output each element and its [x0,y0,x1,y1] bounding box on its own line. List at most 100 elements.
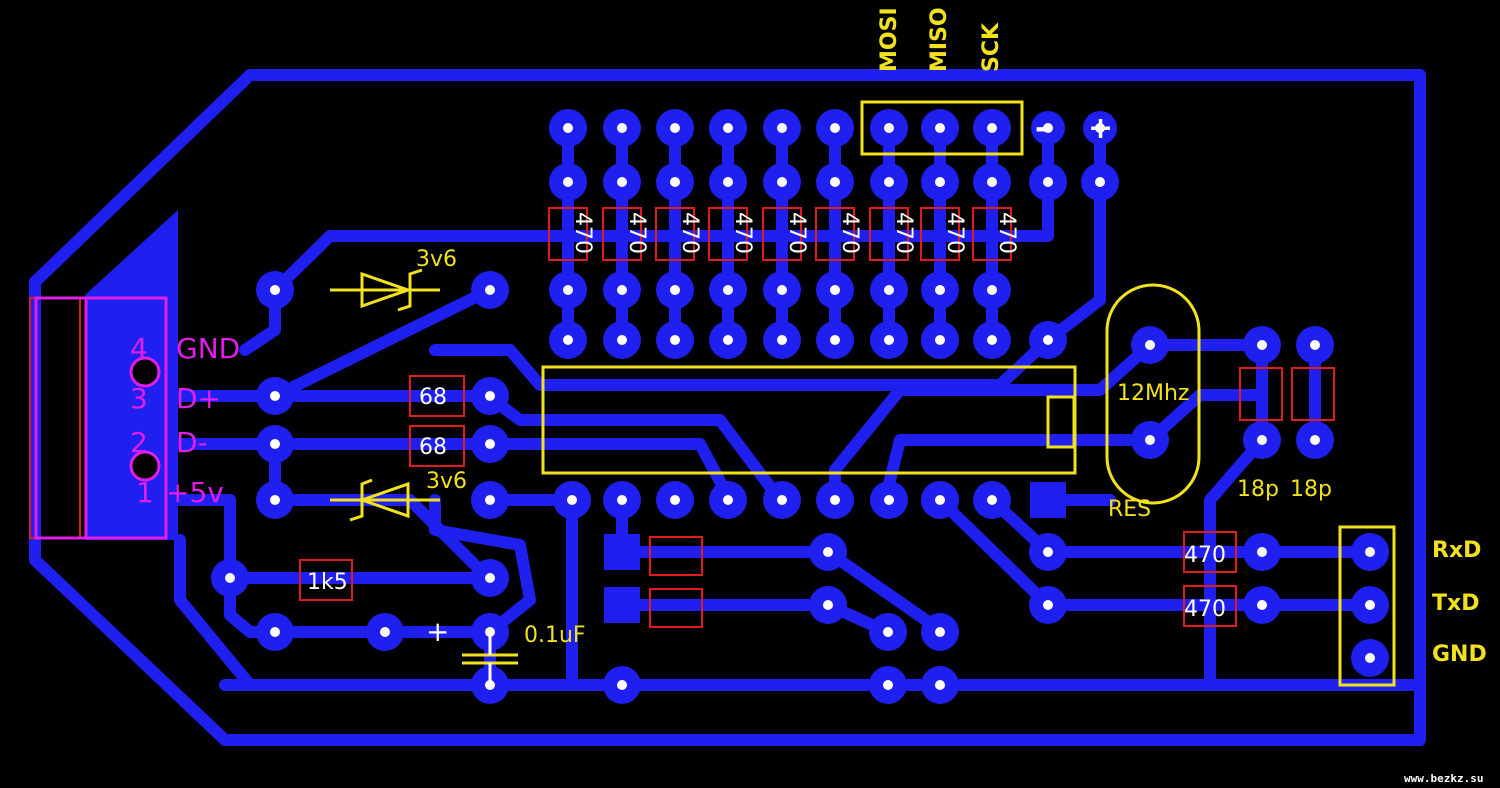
uart-gnd-label: GND [1432,642,1487,667]
programming-header-outline [860,100,1024,156]
pad-hole [884,177,894,187]
pad-hole [617,285,627,295]
pad-hole [670,123,680,133]
pad-hole [1095,123,1105,133]
pad-hole [1310,340,1320,350]
pad-hole [723,335,733,345]
copper-pads [211,109,1389,704]
pad-hole [987,495,997,505]
power-minus-label: - [1035,111,1047,146]
pad-hole [485,573,495,583]
pad-hole [883,680,893,690]
pad-hole [723,123,733,133]
resistor-rx-label: 470 [1184,543,1226,568]
watermark: www.bezkz.su [1404,772,1483,785]
pad-hole [1257,600,1267,610]
pad-hole [987,285,997,295]
pad-hole [883,627,893,637]
pad-hole [1043,123,1053,133]
resistor-footprint [708,207,748,261]
usb-pin-labels: 4 3 2 1 GND D+ D- +5v [130,332,240,509]
pad-hole [723,177,733,187]
cap-square-pad [604,534,640,570]
usb-pin1-number: 1 [136,476,154,509]
pad-hole [830,335,840,345]
cap2-label: 18p [1290,477,1332,502]
uart-txd-label: TxD [1432,591,1479,616]
pad-hole [1257,547,1267,557]
usb-pin2-number: 2 [130,426,148,459]
resistor-footprint [920,207,960,261]
miso-label: MISO [927,7,952,72]
zener-top-label: 3v6 [416,247,457,272]
pad-hole [830,285,840,295]
sck-label: SCK [979,22,1004,72]
pad-hole [830,495,840,505]
pad-hole [617,335,627,345]
resistor-array-label: 470 [677,212,702,254]
pad-hole [563,123,573,133]
zener-diode-bottom [330,478,440,522]
pad-hole [563,285,573,295]
pad-hole [1365,547,1375,557]
pad-hole [617,495,627,505]
pad-hole [823,600,833,610]
pad-hole [485,439,495,449]
pad-hole [617,123,627,133]
pad-hole [563,335,573,345]
resistor-dplus-label: 68 [419,385,447,410]
pad-hole [670,495,680,505]
pad-hole [830,177,840,187]
pad-hole [935,285,945,295]
resistor-array-label: 470 [784,212,809,254]
pad-hole [935,335,945,345]
resistor-footprint [815,207,855,261]
pad-hole [935,495,945,505]
cap-square-pad [604,587,640,623]
pad-hole [670,335,680,345]
resistor-footprint [972,207,1012,261]
pad-hole [1145,340,1155,350]
silkscreen [330,100,1396,687]
resistor-footprint [655,207,695,261]
usb-connector [34,210,178,540]
header-labels: MOSI MISO SCK [877,7,1004,72]
pad-hole [380,627,390,637]
capacitor-label: 0.1uF [524,623,586,648]
crystal-outline [1105,283,1201,505]
component-labels: 3v6 3v6 68 68 1k5 0.1uF + 12Mhz 18p 18p … [307,111,1332,648]
resistor-array-label: 470 [942,212,967,254]
uart-header-outline [1338,525,1396,687]
usb-dminus-label: D- [176,426,208,459]
pad-hole [1043,600,1053,610]
pad-hole [935,680,945,690]
resistor-footprint [869,207,909,261]
capacitor-plus-label: + [426,615,449,648]
resistor-footprint [762,207,802,261]
pad-hole [270,627,280,637]
reset-label: RES [1108,497,1151,522]
pad-hole [777,495,787,505]
crystal-label: 12Mhz [1117,381,1189,406]
pad-hole [935,123,945,133]
pad-hole [1043,547,1053,557]
uart-labels: RxD TxD GND [1432,538,1487,667]
pad-hole [1310,435,1320,445]
pad-hole [670,285,680,295]
pad-hole [884,335,894,345]
pad-hole [723,495,733,505]
usb-pin4-number: 4 [130,332,148,365]
pad-hole [670,177,680,187]
mosi-label: MOSI [877,7,902,72]
pad-hole [1365,600,1375,610]
pad-hole [270,439,280,449]
pad-hole [1145,435,1155,445]
pad-hole [485,391,495,401]
pad-hole [270,285,280,295]
resistor-array-label: 470 [730,212,755,254]
pad-hole [987,123,997,133]
usb-pin3-number: 3 [130,382,148,415]
pad-hole [1043,335,1053,345]
pad-hole [485,495,495,505]
